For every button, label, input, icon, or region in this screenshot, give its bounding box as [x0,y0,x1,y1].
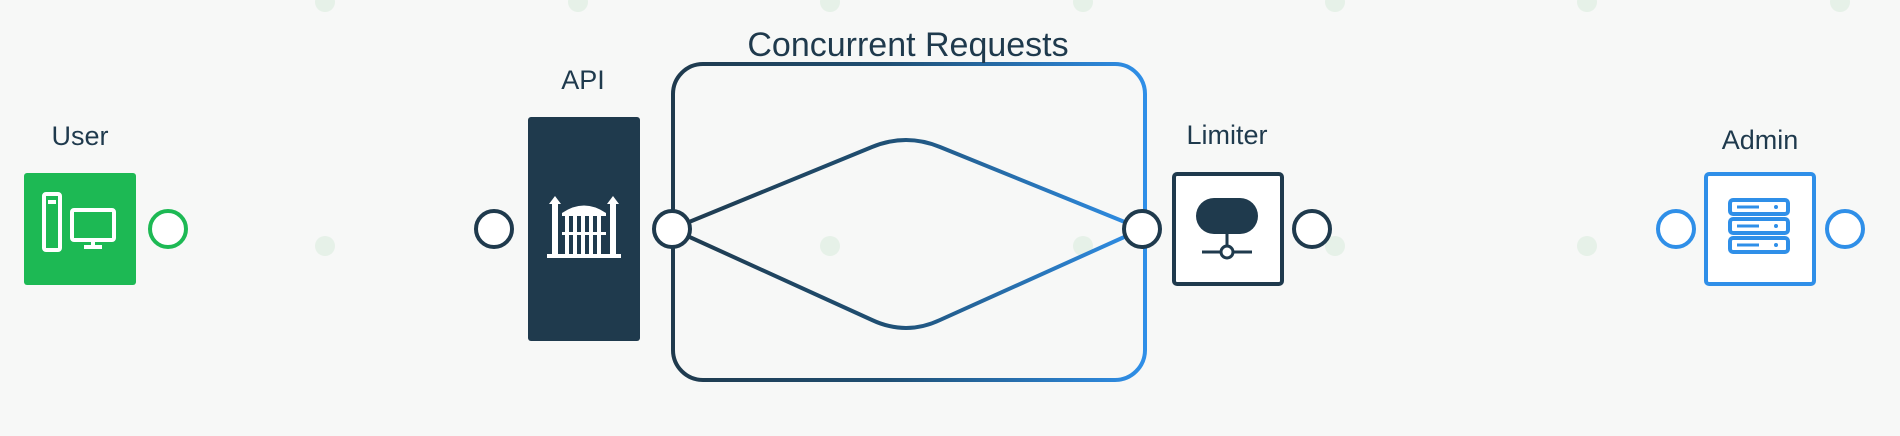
api-label: API [561,65,605,95]
limiter-out-port[interactable] [1292,209,1332,249]
group-title: Concurrent Requests [747,26,1068,64]
api-node[interactable] [528,117,640,341]
api-out-port[interactable] [652,209,692,249]
limiter-label: Limiter [1186,120,1267,150]
edge-api-limiter-upper [671,138,1143,231]
gate-icon [547,196,621,258]
desktop-computer-icon [42,192,116,252]
server-stack-icon [1728,198,1790,254]
background-grid [315,0,1850,256]
network-switch-icon [1196,198,1258,260]
user-node[interactable] [24,173,136,285]
admin-label: Admin [1722,125,1799,155]
concurrent-requests-group [671,62,1147,382]
user-label: User [51,121,108,151]
limiter-node[interactable] [1172,172,1284,286]
edge-api-limiter-lower [671,227,1143,330]
admin-in-port[interactable] [1656,209,1696,249]
admin-node[interactable] [1704,172,1816,286]
limiter-in-port[interactable] [1122,209,1162,249]
api-in-port[interactable] [474,209,514,249]
user-port[interactable] [148,209,188,249]
admin-out-port[interactable] [1825,209,1865,249]
